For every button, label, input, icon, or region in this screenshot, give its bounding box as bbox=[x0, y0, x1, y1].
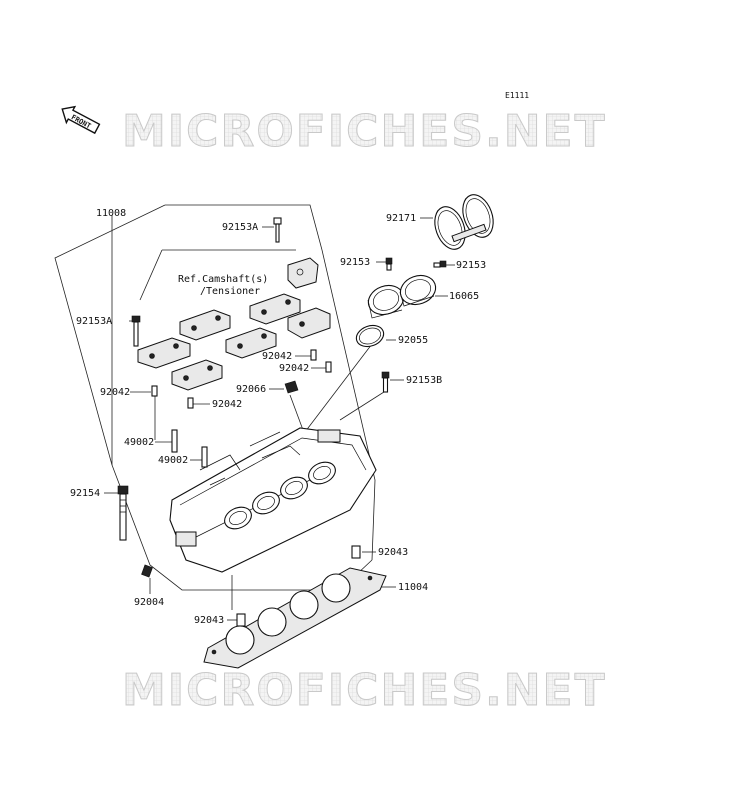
reference-note-line1: Ref.Camshaft(s) bbox=[178, 274, 268, 285]
label-92153a-top: 92153A bbox=[222, 222, 258, 233]
label-16065: 16065 bbox=[449, 291, 479, 302]
screw-92153-left bbox=[385, 257, 393, 271]
hose-clamp-92171 bbox=[434, 194, 494, 250]
label-92043-b: 92043 bbox=[194, 615, 224, 626]
label-11008: 11008 bbox=[96, 208, 126, 219]
dowel-pins-92042 bbox=[151, 349, 332, 409]
guide-49002-a bbox=[171, 429, 178, 453]
label-92042-a: 92042 bbox=[262, 351, 292, 362]
leader-lines bbox=[104, 217, 455, 621]
part-labels: 11008 92153A 92171 92153 92153 16065 921… bbox=[70, 208, 486, 626]
bolt-92153a-top bbox=[273, 217, 282, 243]
label-92153a-left: 92153A bbox=[76, 316, 112, 327]
cylinder-head bbox=[169, 427, 377, 573]
label-92042-c: 92042 bbox=[100, 387, 130, 398]
label-92154: 92154 bbox=[70, 488, 100, 499]
camshaft-caps bbox=[137, 293, 331, 391]
label-92055: 92055 bbox=[398, 335, 428, 346]
head-gasket-11004 bbox=[203, 567, 387, 669]
tensioner-bracket bbox=[287, 257, 319, 289]
screw-92153-right bbox=[433, 260, 447, 268]
watermark-bottom: MICROFICHES.NET bbox=[122, 665, 607, 716]
label-92153-left: 92153 bbox=[340, 257, 370, 268]
diagram-code: E1111 bbox=[505, 91, 529, 100]
dowel-92043-a bbox=[351, 545, 361, 559]
gasket-92066 bbox=[284, 380, 299, 394]
label-92066: 92066 bbox=[236, 384, 266, 395]
label-92153-right: 92153 bbox=[456, 260, 486, 271]
label-49002-b: 49002 bbox=[158, 455, 188, 466]
label-92153b: 92153B bbox=[406, 375, 442, 386]
guide-49002-b bbox=[201, 446, 208, 468]
label-92042-d: 92042 bbox=[212, 399, 242, 410]
label-92171: 92171 bbox=[386, 213, 416, 224]
plug-92004 bbox=[141, 564, 153, 578]
throttle-holder-16065 bbox=[367, 274, 437, 319]
o-ring-92055 bbox=[355, 324, 385, 348]
reference-note-line2: /Tensioner bbox=[200, 286, 260, 297]
dowel-92043-b bbox=[236, 613, 246, 627]
label-49002-a: 49002 bbox=[124, 437, 154, 448]
label-92042-b: 92042 bbox=[279, 363, 309, 374]
bolt-92154 bbox=[117, 485, 129, 541]
label-11004: 11004 bbox=[398, 582, 428, 593]
label-92043-a: 92043 bbox=[378, 547, 408, 558]
front-arrow-icon: FRONT bbox=[61, 105, 101, 135]
watermark-top: MICROFICHES.NET bbox=[122, 106, 607, 157]
label-92004: 92004 bbox=[134, 597, 164, 608]
bolt-92153b bbox=[381, 371, 390, 393]
bolt-92153a-left bbox=[131, 315, 141, 347]
